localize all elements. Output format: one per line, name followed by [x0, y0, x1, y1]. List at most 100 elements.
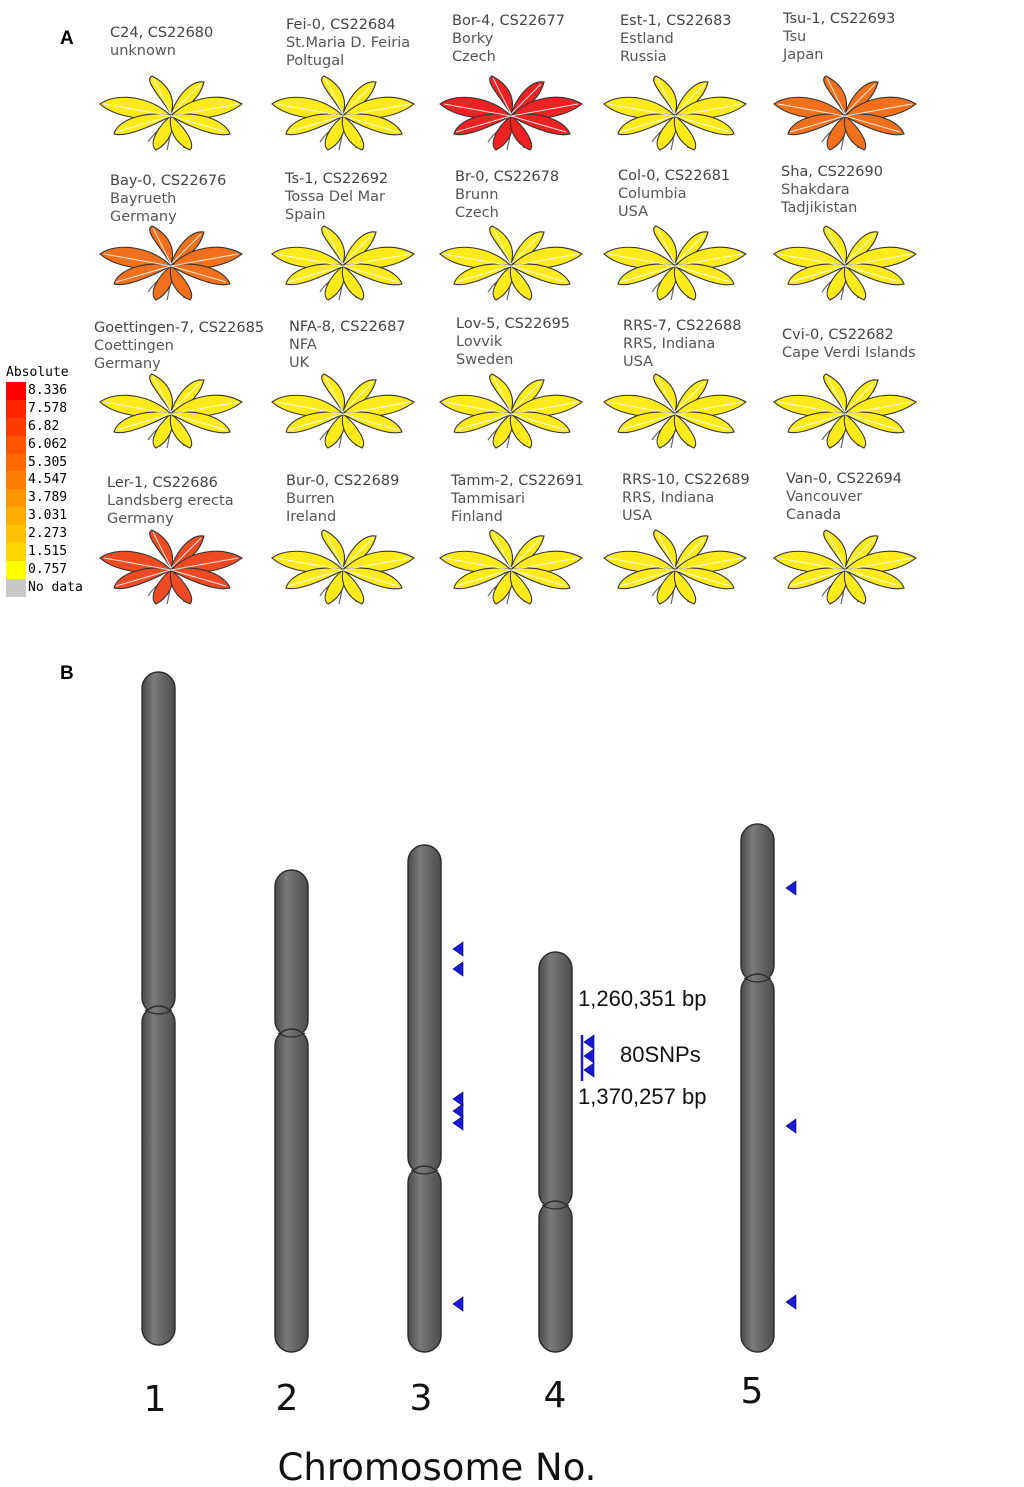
rosette-plant-icon [99, 75, 243, 151]
legend-entry: 1.515 [6, 543, 98, 561]
accession-place: Estland [620, 31, 674, 47]
accession-place: RRS, Indiana [622, 490, 715, 506]
snp-marker [452, 1296, 464, 1312]
rosette-plant-icon [271, 225, 415, 301]
accession-country: Czech [452, 49, 496, 65]
rosette-plant-icon [773, 225, 917, 301]
x-axis-label: Chromosome No. [278, 1446, 597, 1487]
accession-plant [436, 74, 586, 159]
accession-place: Tsu [783, 29, 807, 45]
snp-marker [583, 1034, 595, 1050]
accession-name: Bor-4, CS22677 [452, 13, 565, 29]
rosette-plant-icon [773, 529, 917, 605]
accession-name: Bur-0, CS22689 [286, 473, 400, 489]
accession-plant [600, 224, 750, 309]
accession-country: USA [622, 508, 653, 524]
legend-swatch [6, 453, 26, 472]
accession-country: Tadjikistan [781, 200, 858, 216]
chr4-end-position: 1,370,257 bp [578, 1084, 706, 1109]
chromosome-number-label: 2 [276, 1378, 299, 1419]
legend-label: 1.515 [28, 544, 68, 560]
accession-country: Japan [783, 47, 824, 63]
accession-name: Tsu-1, CS22693 [783, 11, 896, 27]
chromosome-number-label: 1 [144, 1379, 167, 1420]
accession-place: Burren [286, 491, 335, 507]
snp-marker [583, 1062, 595, 1078]
rosette-plant-icon [603, 529, 747, 605]
accession-name: Fei-0, CS22684 [286, 17, 396, 33]
legend-entry: 0.757 [6, 560, 98, 579]
accession-place: Cape Verdi Islands [782, 345, 916, 361]
snp-marker [452, 1115, 464, 1131]
accession-place: Tossa Del Mar [285, 189, 385, 205]
accession-plant [770, 224, 920, 309]
accession-place: Borky [452, 31, 494, 47]
chromosome-arm-upper [274, 869, 309, 1038]
accession-plant [96, 224, 246, 309]
accession-country: Canada [786, 507, 842, 523]
legend-label: 0.757 [28, 561, 68, 577]
snp-marker [452, 941, 464, 957]
accession-country: Germany [110, 209, 177, 225]
legend-swatch [6, 399, 26, 418]
accession-plant [96, 74, 246, 159]
snp-marker [583, 1048, 595, 1064]
legend-entry: 5.305 [6, 453, 98, 472]
legend-swatch [6, 560, 26, 579]
accession-country: Ireland [286, 509, 337, 525]
legend-swatch [6, 525, 26, 544]
rosette-plant-icon [773, 75, 917, 151]
legend-title: Absolute [6, 365, 69, 380]
legend-swatch [6, 489, 26, 508]
accession-place: RRS, Indiana [623, 336, 716, 352]
chr4-start-position: 1,260,351 bp [578, 986, 706, 1011]
accession-plant [600, 528, 750, 613]
accession-plant [770, 528, 920, 613]
accession-plant [268, 224, 418, 309]
accession-place: Coettingen [94, 338, 174, 354]
rosette-plant-icon [271, 529, 415, 605]
accession-name: Van-0, CS22694 [786, 471, 902, 487]
chromosome-number-label: 4 [544, 1375, 567, 1416]
legend-entry: 3.031 [6, 507, 98, 526]
legend-entry: 2.273 [6, 525, 98, 544]
rosette-plant-icon [439, 225, 583, 301]
accession-place: Columbia [618, 186, 687, 202]
accession-country: Germany [94, 356, 161, 372]
snp-marker [452, 961, 464, 977]
legend-label: 3.031 [28, 508, 68, 524]
chromosome-number-label: 3 [410, 1378, 433, 1419]
accession-country: Poltugal [286, 53, 345, 69]
accession-place: Landsberg erecta [107, 493, 234, 509]
rosette-plant-icon [271, 373, 415, 449]
legend-swatch [6, 578, 26, 597]
legend-label: 3.789 [28, 490, 68, 506]
rosette-plant-icon [603, 373, 747, 449]
accession-name: Lov-5, CS22695 [456, 316, 571, 332]
chromosome-arm-lower [538, 1200, 573, 1353]
chr4-snp-count: 80SNPs [620, 1042, 701, 1067]
accession-country: Czech [455, 205, 499, 221]
accession-name: Goettingen-7, CS22685 [94, 320, 265, 336]
accession-name: Ts-1, CS22692 [285, 171, 389, 187]
accession-country: USA [623, 354, 654, 370]
rosette-plant-icon [439, 373, 583, 449]
accession-plant [600, 372, 750, 457]
accession-country: UK [289, 355, 310, 371]
legend-entry: 7.578 [6, 399, 98, 418]
accession-place: Shakdara [781, 182, 850, 198]
accession-plant [770, 372, 920, 457]
